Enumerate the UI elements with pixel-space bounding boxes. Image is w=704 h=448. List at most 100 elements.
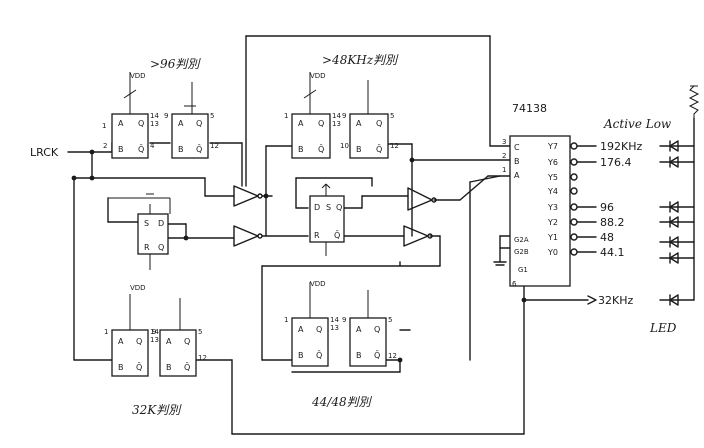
title-32k: 32K判別 [132,403,182,417]
sr-flipflop-left: S R D Q [108,193,171,270]
svg-text:Q: Q [184,337,190,346]
svg-text:G2B: G2B [514,248,529,256]
gate-right-bottom [403,225,433,247]
svg-text:1: 1 [104,328,108,336]
led-icon-7 [659,294,695,306]
svg-text:G1: G1 [518,266,528,274]
svg-text:1: 1 [284,112,288,120]
chip-32b: A B Q Q̄ 9 5 12 [152,298,207,377]
junction-dots [71,149,527,363]
led-icon-5 [659,236,695,248]
svg-text:VDD: VDD [310,280,326,288]
svg-text:5: 5 [210,112,214,120]
decoder-74138: 74138 C B A 3 2 1 G2A G2B G1 6 [502,102,571,288]
svg-text:A: A [178,119,184,128]
svg-text:13: 13 [332,120,341,128]
svg-text:Q̄: Q̄ [374,350,380,360]
svg-text:R: R [144,243,150,252]
out-32k-label: 32KHz [598,294,633,307]
svg-text:B: B [298,145,304,154]
output-y5: Y5 [547,173,578,182]
svg-text:Y6: Y6 [547,158,558,167]
output-y3: Y3 96 [547,201,614,214]
svg-text:B: B [298,351,304,360]
svg-text:14: 14 [332,112,341,120]
title-48: >48KHz判別 [322,53,399,67]
output-y7: Y7 192KHz [547,140,642,153]
output-y0: Y0 44.1 [547,246,625,259]
svg-text:Q: Q [136,337,142,346]
svg-text:B: B [118,145,124,154]
arrow-32k [587,295,597,305]
svg-text:13: 13 [330,324,339,332]
svg-text:12: 12 [388,352,397,360]
svg-text:Y4: Y4 [547,187,558,196]
led-label: LED [649,321,677,335]
led-icon-1 [659,140,695,152]
svg-text:A: A [166,337,172,346]
decoder-part: 74138 [512,102,547,115]
svg-text:14: 14 [150,328,159,336]
output-y6: Y6 176.4 [547,156,632,169]
wiring [67,35,589,435]
svg-text:13: 13 [150,120,159,128]
svg-text:A: A [118,119,124,128]
svg-text:96: 96 [600,201,614,214]
chip-44a: A B Q Q̄ 1 14 13 [284,282,339,367]
led-icon-4 [659,216,695,228]
svg-text:13: 13 [150,336,159,344]
svg-text:Q̄: Q̄ [376,144,382,154]
svg-text:VDD: VDD [130,72,146,80]
svg-text:2: 2 [502,152,506,160]
svg-text:Q̄: Q̄ [316,350,322,360]
svg-text:Q̄: Q̄ [184,362,190,372]
output-y2: Y2 88.2 [547,216,625,229]
chip-48b: A B Q Q̄ 9 5 12 10 [340,80,399,159]
svg-text:Y0: Y0 [547,248,558,257]
svg-text:Q: Q [196,119,202,128]
svg-text:C: C [514,143,520,152]
svg-text:B: B [356,145,362,154]
svg-text:6: 6 [512,280,517,288]
svg-text:44.1: 44.1 [600,246,625,259]
svg-text:5: 5 [198,328,202,336]
svg-text:Y3: Y3 [547,203,558,212]
gate-left-bottom [233,225,263,247]
svg-text:Q̄: Q̄ [136,362,142,372]
active-low-label: Active Low [603,117,672,131]
svg-text:12: 12 [390,142,399,150]
led-icon-3 [659,201,695,213]
svg-text:Q: Q [138,119,144,128]
svg-text:1: 1 [284,316,288,324]
svg-text:5: 5 [388,316,392,324]
svg-text:9: 9 [342,316,346,324]
svg-text:Q̄: Q̄ [196,144,202,154]
sr-flipflop-center: D S Q R Q̄ [309,183,345,256]
svg-text:R: R [314,231,320,240]
svg-text:Y1: Y1 [547,233,558,242]
svg-text:B: B [166,363,172,372]
svg-text:192KHz: 192KHz [600,140,642,153]
chip-96b: A B Q Q̄ 9 5 12 [164,82,219,159]
led-icon-6 [659,252,695,264]
svg-text:Q̄: Q̄ [318,144,324,154]
svg-text:S: S [326,203,331,212]
svg-text:Q: Q [376,119,382,128]
svg-text:88.2: 88.2 [600,216,625,229]
svg-text:S: S [144,219,149,228]
svg-text:2: 2 [103,142,107,150]
svg-text:4: 4 [150,142,155,150]
svg-text:A: A [298,119,304,128]
svg-text:Y7: Y7 [547,142,558,151]
svg-text:Q̄: Q̄ [334,230,340,240]
svg-text:Q: Q [336,203,342,212]
svg-text:A: A [118,337,124,346]
led-column [688,85,700,301]
chip-44b: A B Q Q̄ 9 5 12 [342,290,397,367]
svg-text:G2A: G2A [514,236,529,244]
svg-text:VDD: VDD [310,72,326,80]
decoder-output-pins: Y7 192KHz Y6 176.4 Y5 Y4 Y3 96 Y2 [547,140,642,259]
gate-right-top [407,187,437,211]
led-icons [659,140,695,306]
